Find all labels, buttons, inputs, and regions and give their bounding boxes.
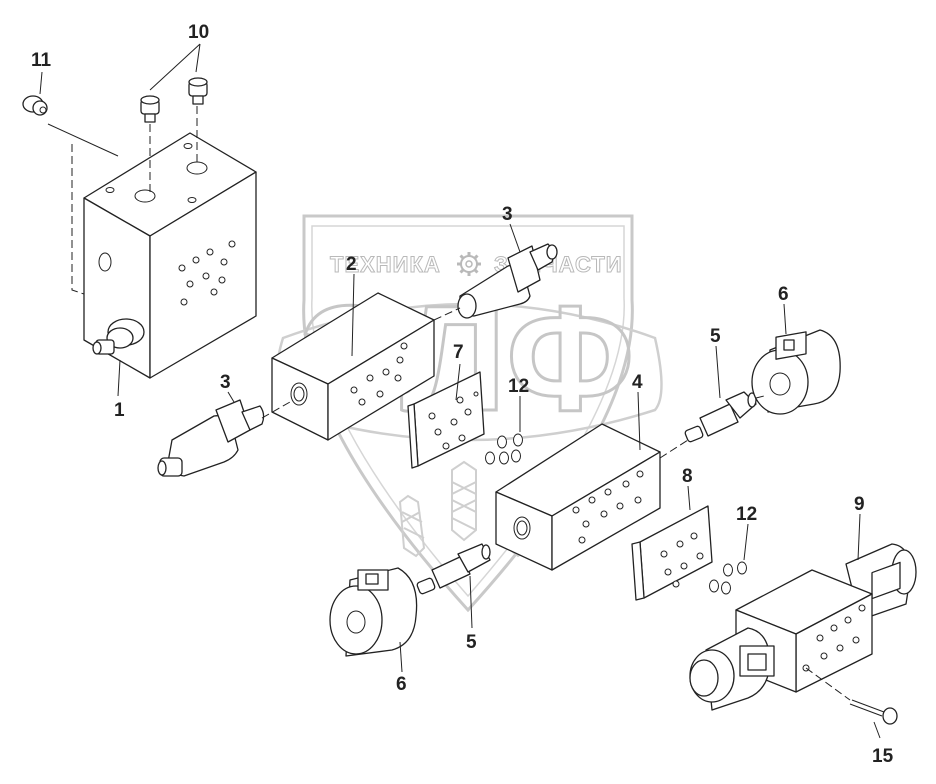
mounting-bolt — [849, 699, 898, 725]
callout-2: 2 — [346, 254, 357, 275]
gasket-plate-lower — [631, 505, 713, 601]
screw-plugs — [140, 77, 208, 123]
pressure-valve-upper — [457, 243, 558, 319]
o-rings-lower — [709, 561, 747, 595]
callout-12-upper: 12 — [508, 376, 529, 397]
control-block — [495, 423, 661, 571]
gasket-plate-upper — [407, 371, 485, 469]
callout-3-lower: 3 — [220, 372, 231, 393]
callout-5-upper: 5 — [710, 326, 721, 347]
callout-11: 11 — [31, 50, 52, 71]
watermark-left-word: ТЕХНИКА — [330, 252, 441, 277]
intermediate-block — [271, 292, 435, 441]
solenoid-coil-upper — [751, 329, 841, 415]
callout-6-lower: 6 — [396, 674, 407, 695]
callout-3-upper: 3 — [502, 204, 513, 225]
callout-9: 9 — [854, 494, 865, 515]
callout-7: 7 — [453, 342, 464, 363]
solenoid-tube-lower — [416, 543, 491, 595]
solenoid-tube-upper — [684, 391, 757, 443]
callout-12-lower: 12 — [736, 504, 757, 525]
solenoid-coil-lower — [329, 567, 418, 657]
gear-icon — [457, 252, 481, 276]
manifold-block — [83, 132, 257, 379]
directional-valve — [689, 543, 917, 711]
callout-5-lower: 5 — [466, 632, 477, 653]
callout-1: 1 — [114, 400, 125, 421]
callout-4: 4 — [632, 372, 643, 393]
callout-15: 15 — [872, 746, 894, 767]
o-rings-upper — [485, 433, 523, 465]
callout-10: 10 — [188, 22, 209, 43]
pressure-valve-lower — [157, 399, 265, 477]
plug-fitting — [22, 95, 48, 116]
callout-6-upper: 6 — [778, 284, 789, 305]
callout-labels: 1 2 3 3 4 5 5 6 6 7 8 9 10 11 12 12 15 — [31, 22, 894, 767]
callout-8: 8 — [682, 466, 693, 487]
leader-lines — [39, 43, 881, 739]
